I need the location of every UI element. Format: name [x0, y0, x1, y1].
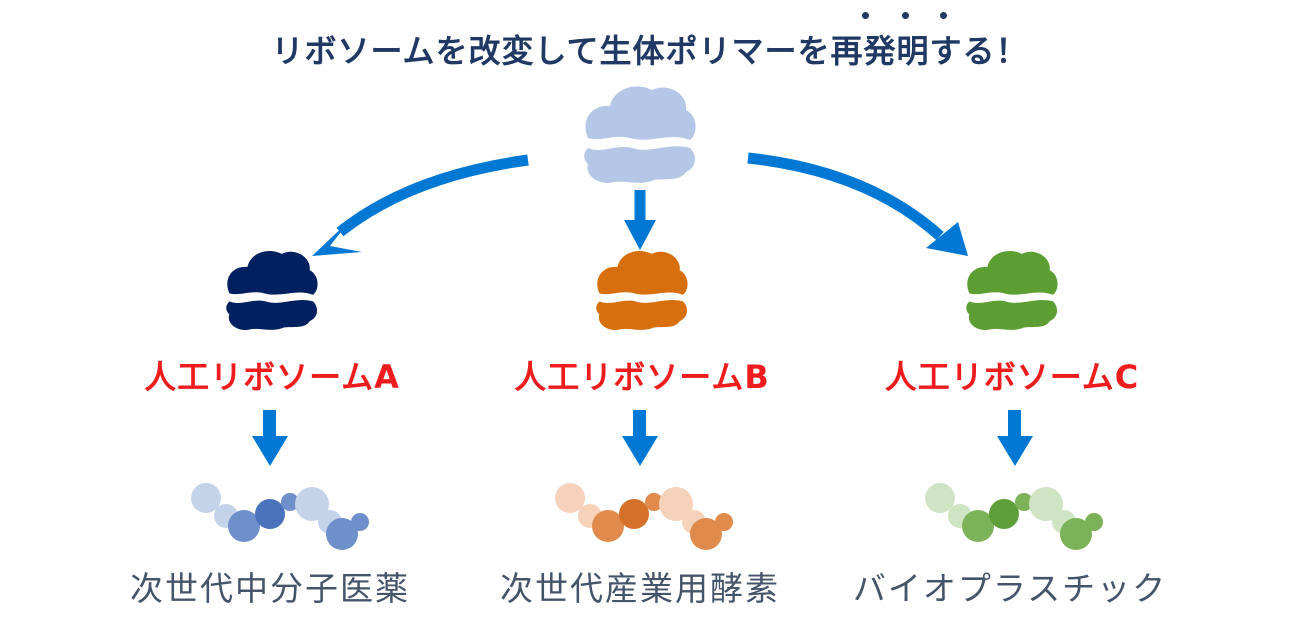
- polymer-bead: [619, 499, 649, 529]
- ribosome-b: [596, 250, 688, 331]
- polymer-bead: [228, 510, 260, 542]
- product-label-c: バイオプラスチック: [852, 569, 1168, 608]
- product-arrow-a: [252, 410, 288, 466]
- diagram-title: リボソームを改変して生体ポリマーを再発明する！: [271, 32, 1029, 70]
- branch-arrows: [312, 152, 968, 256]
- ribosome-c: [966, 250, 1058, 331]
- arrow-to-c-head: [926, 222, 968, 256]
- polymer-bead: [1015, 493, 1033, 511]
- polymer-chain-c: [925, 483, 1103, 550]
- polymer-bead: [326, 518, 358, 550]
- polymer-bead: [1029, 487, 1063, 521]
- polymer-bead: [191, 483, 221, 513]
- arrow-to-a-head: [312, 220, 362, 256]
- polymer-bead: [281, 493, 299, 511]
- artificial-ribosome-c-label: 人工リボソームC: [884, 358, 1140, 396]
- polymer-chain-a: [191, 483, 369, 550]
- artificial-ribosome-a-label: 人工リボソームA: [144, 358, 400, 396]
- ribosome-a: [226, 250, 318, 331]
- product-arrow-b: [622, 410, 658, 466]
- arrow-to-a: [336, 154, 529, 237]
- polymer-bead: [645, 493, 663, 511]
- polymer-bead: [690, 518, 722, 550]
- product-arrow-c: [997, 410, 1033, 466]
- source-ribosome: [584, 86, 696, 183]
- product-label-b: 次世代産業用酵素: [500, 569, 780, 608]
- polymer-bead: [925, 483, 955, 513]
- polymer-bead: [1085, 513, 1103, 531]
- artificial-ribosome-b-label: 人工リボソームB: [514, 358, 770, 396]
- polymer-bead: [295, 487, 329, 521]
- polymer-bead: [962, 510, 994, 542]
- polymer-bead: [989, 499, 1019, 529]
- product-label-a: 次世代中分子医薬: [130, 569, 410, 608]
- polymer-bead: [555, 483, 585, 513]
- arrow-to-b-head: [624, 220, 656, 250]
- polymer-bead: [715, 513, 733, 531]
- polymer-chain-b: [555, 483, 733, 550]
- polymer-bead: [592, 510, 624, 542]
- arrow-to-c: [747, 152, 944, 241]
- polymer-bead: [659, 487, 693, 521]
- polymer-bead: [1060, 518, 1092, 550]
- polymer-bead: [351, 513, 369, 531]
- emphasis-dot: [940, 12, 947, 19]
- emphasis-dot: [862, 12, 869, 19]
- emphasis-dot: [902, 12, 909, 19]
- polymer-bead: [255, 499, 285, 529]
